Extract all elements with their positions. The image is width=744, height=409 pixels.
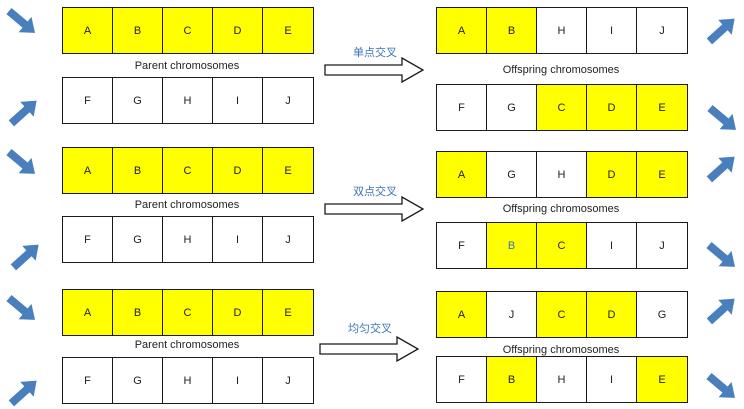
gene-cell: I [213,217,263,262]
decorative-blue-arrow-icon [8,100,37,127]
gene-cell: H [537,152,587,197]
gene-cell: B [113,148,163,193]
gene-cell: C [163,290,213,335]
gene-cell: D [213,8,263,53]
decorative-blue-arrow-icon [706,156,735,183]
decorative-blue-arrow-icon [8,380,37,407]
gene-cell: F [437,85,487,130]
crossover-arrow [319,335,420,363]
crossover-type-label: 单点交叉 [353,46,397,59]
gene-cell: C [537,223,587,268]
gene-cell: A [437,8,487,53]
parent-caption: Parent chromosomes [134,60,240,72]
decorative-blue-arrow-icon [706,18,735,45]
gene-cell: D [587,85,637,130]
gene-cell: B [113,8,163,53]
gene-cell: I [587,8,637,53]
offspring-caption: Offspring chromosomes [502,344,620,356]
gene-cell: I [213,358,263,403]
gene-cell: C [163,148,213,193]
decorative-blue-arrow-icon [706,298,735,325]
gene-cell: J [637,223,687,268]
gene-cell: A [437,152,487,197]
gene-cell: C [537,85,587,130]
offspring-caption: Offspring chromosomes [502,203,620,215]
decorative-blue-arrow-icon [706,242,736,267]
gene-cell: E [637,152,687,197]
crossover-arrow [324,195,425,223]
decorative-blue-arrow-icon [6,295,36,320]
gene-cell: A [63,148,113,193]
gene-cell: D [587,152,637,197]
gene-cell: G [113,217,163,262]
decorative-blue-arrow-icon [707,105,737,130]
crossover-type-label: 双点交叉 [353,185,397,198]
gene-cell: J [637,8,687,53]
gene-cell: F [63,217,113,262]
gene-cell: F [63,358,113,403]
gene-cell: C [537,292,587,337]
gene-cell: G [487,85,537,130]
parent-caption: Parent chromosomes [134,339,240,351]
gene-cell: D [587,292,637,337]
gene-cell: E [637,85,687,130]
gene-cell: J [263,217,313,262]
decorative-blue-arrow-icon [6,149,36,174]
gene-cell: J [263,78,313,123]
gene-cell: H [163,217,213,262]
gene-cell: F [63,78,113,123]
gene-cell: I [213,78,263,123]
crossover-arrow [324,56,425,84]
decorative-blue-arrow-icon [10,244,39,271]
gene-cell: H [163,358,213,403]
gene-cell: B [487,8,537,53]
gene-cell: D [213,290,263,335]
gene-cell: D [213,148,263,193]
gene-cell: I [587,223,637,268]
gene-cell: E [263,8,313,53]
gene-cell: C [163,8,213,53]
decorative-blue-arrow-icon [6,8,36,33]
gene-cell: H [537,8,587,53]
gene-cell: A [437,292,487,337]
gene-cell: G [113,78,163,123]
offspring-caption: Offspring chromosomes [502,64,620,76]
gene-cell: E [637,357,687,402]
parent-caption: Parent chromosomes [134,199,240,211]
gene-cell: E [263,290,313,335]
gene-cell: I [587,357,637,402]
crossover-type-label: 均匀交叉 [348,322,392,335]
gene-cell: A [63,8,113,53]
gene-cell: H [163,78,213,123]
gene-cell: G [113,358,163,403]
gene-cell: A [63,290,113,335]
gene-cell: G [637,292,687,337]
decorative-blue-arrow-icon [706,373,736,398]
gene-cell: J [263,358,313,403]
gene-cell: E [263,148,313,193]
gene-cell: G [487,152,537,197]
gene-cell: F [437,357,487,402]
gene-cell: B [487,223,537,268]
gene-cell: J [487,292,537,337]
gene-cell: F [437,223,487,268]
gene-cell: H [537,357,587,402]
gene-cell: B [113,290,163,335]
gene-cell: B [487,357,537,402]
